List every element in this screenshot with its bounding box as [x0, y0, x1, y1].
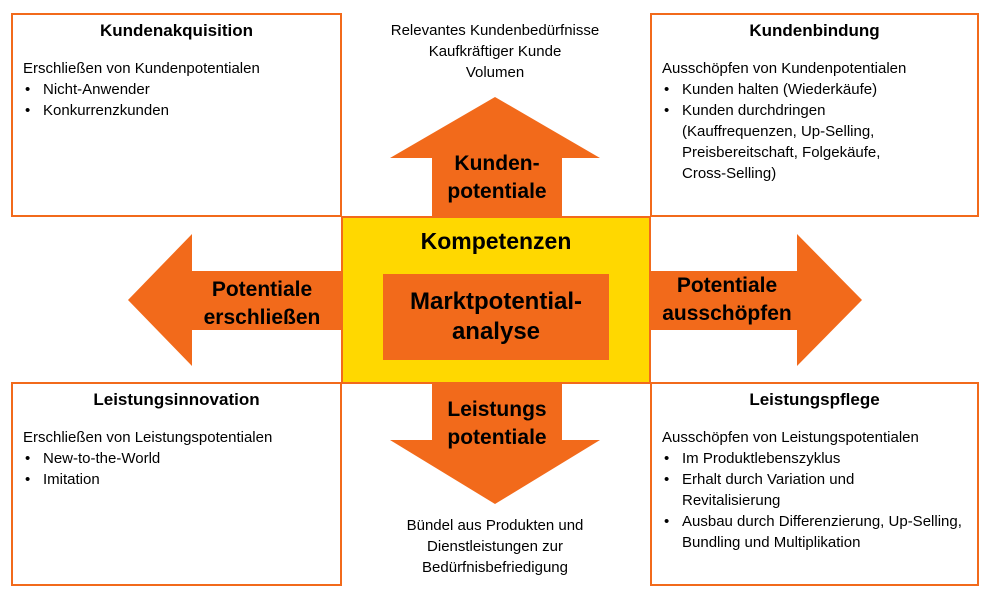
up-arrow-label: Kunden- potentiale [432, 150, 562, 206]
marktpotential-box: Marktpotential- analyse [383, 274, 609, 360]
list-item: Konkurrenzkunden [23, 100, 330, 121]
list-item: Kunden halten (Wiederkäufe) [662, 79, 967, 100]
note-line: Dienstleistungen zur [427, 538, 563, 555]
top-note: Relevantes Kundenbedürfnisse Kaufkräftig… [355, 20, 635, 83]
bullet-list: Im Produktlebenszyklus Erhalt durch Vari… [662, 448, 967, 553]
left-arrow-label: Potentiale erschließen [186, 276, 338, 332]
right-arrow-label: Potentiale ausschöpfen [654, 272, 800, 328]
note-line: Volumen [465, 64, 525, 81]
box-title: Kundenakquisition [100, 21, 253, 40]
label-line-2: ausschöpfen [662, 302, 792, 325]
list-item: Ausbau durch Differenzierung, Up-Selling… [662, 511, 967, 553]
center-title: Kompetenzen [420, 228, 572, 254]
box-leistungspflege: Leistungspflege Ausschöpfen von Leistung… [650, 382, 979, 586]
center-block: Kompetenzen Marktpotential- analyse [341, 216, 651, 384]
bullet-list: Kunden halten (Wiederkäufe) Kunden durch… [662, 79, 967, 184]
box-subtitle: Ausschöpfen von Leistungspotentialen [662, 429, 919, 446]
list-item: Nicht-Anwender [23, 79, 330, 100]
note-line: Bündel aus Produkten und [406, 517, 584, 534]
list-item: New-to-the-World [23, 448, 330, 469]
label-line-2: erschließen [203, 306, 321, 329]
label-line-2: potentiale [447, 180, 547, 203]
core-line-1: Marktpotential- [409, 288, 582, 315]
box-title: Leistungsinnovation [93, 390, 260, 409]
down-arrow [390, 384, 600, 504]
note-line: Relevantes Kundenbedürfnisse [390, 22, 600, 39]
list-item: Im Produktlebenszyklus [662, 448, 967, 469]
list-item: Imitation [23, 469, 330, 490]
core-line-2: analyse [451, 318, 541, 345]
note-line: Bedürfnisbefriedigung [422, 559, 568, 576]
label-line-1: Kunden- [454, 152, 540, 175]
box-title: Leistungspflege [749, 390, 880, 409]
left-arrow [128, 234, 341, 366]
label-line-1: Potentiale [676, 274, 778, 297]
down-arrow-label: Leistungs potentiale [420, 396, 574, 452]
list-item: Kunden durchdringen (Kauffrequenzen, Up-… [662, 100, 967, 184]
box-subtitle: Ausschöpfen von Kundenpotentialen [662, 60, 907, 77]
bullet-list: Nicht-Anwender Konkurrenzkunden [23, 79, 330, 121]
box-subtitle: Erschließen von Leistungspotentialen [23, 429, 273, 446]
list-item: Erhalt durch Variation und Revitalisieru… [662, 469, 967, 511]
box-kundenakquisition: Kundenakquisition Erschließen von Kunden… [11, 13, 342, 217]
note-line: Kaufkräftiger Kunde [428, 43, 562, 60]
bullet-list: New-to-the-World Imitation [23, 448, 330, 490]
label-line-2: potentiale [447, 426, 547, 449]
box-leistungsinnovation: Leistungsinnovation Erschließen von Leis… [11, 382, 342, 586]
bottom-note: Bündel aus Produkten und Dienstleistunge… [355, 515, 635, 578]
box-title: Kundenbindung [749, 21, 880, 40]
label-line-1: Leistungs [447, 398, 547, 421]
up-arrow [390, 97, 600, 216]
box-kundenbindung: Kundenbindung Ausschöpfen von Kundenpote… [650, 13, 979, 217]
right-arrow [651, 234, 862, 366]
label-line-1: Potentiale [211, 278, 313, 301]
box-subtitle: Erschließen von Kundenpotentialen [23, 60, 260, 77]
